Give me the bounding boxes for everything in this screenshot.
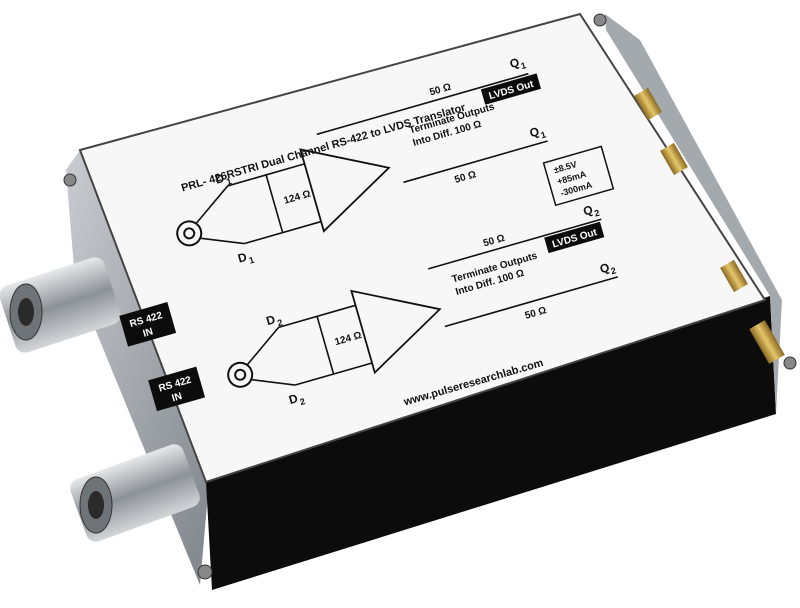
svg-text:1: 1 (540, 129, 548, 140)
svg-text:2: 2 (276, 317, 284, 328)
q2-label: Q (598, 260, 611, 276)
lvds-out-badge-2 (544, 221, 605, 254)
screw (593, 13, 607, 27)
chassis-right (605, 14, 782, 414)
sma-connector-qbar2[interactable] (749, 320, 785, 364)
screw (63, 173, 77, 187)
svg-text:1: 1 (520, 60, 528, 71)
dbar1-label: D (214, 171, 227, 187)
rs422-in-badge-1 (119, 302, 177, 347)
wire (265, 174, 284, 233)
bnc-connector-1[interactable] (0, 255, 123, 356)
svg-text:IN: IN (171, 391, 184, 404)
sma-connector-q2[interactable] (720, 259, 748, 293)
bnc-symbol-2 (227, 361, 254, 388)
buffer-symbol-1 (299, 148, 391, 233)
case-front (206, 296, 776, 590)
d1-label: D (236, 250, 249, 266)
sma-connector-q1[interactable] (634, 87, 662, 121)
svg-text:2: 2 (593, 208, 601, 219)
screw (197, 564, 213, 580)
d2-label: D (265, 312, 278, 328)
rs422-in-badge-2 (148, 366, 206, 412)
sma-connector-qbar1[interactable] (660, 142, 688, 176)
q1-label: Q (508, 55, 521, 71)
qbar1-label: Q (528, 124, 541, 140)
svg-text:2: 2 (610, 265, 618, 276)
svg-text:2: 2 (299, 396, 307, 407)
wire (403, 140, 548, 184)
bnc-connector-2[interactable] (67, 441, 202, 544)
screw (783, 356, 797, 370)
top-panel (78, 12, 767, 484)
lvds-out-badge-1 (480, 73, 542, 105)
wire (428, 218, 602, 270)
wire (316, 72, 529, 136)
svg-text:IN: IN (142, 326, 155, 339)
dbar2-label: D (287, 391, 300, 407)
power-spec-box (542, 145, 615, 207)
svg-text:1: 1 (248, 255, 256, 266)
buffer-symbol-2 (350, 289, 442, 375)
qbar2-label: Q (582, 203, 595, 219)
wire (444, 276, 619, 328)
bnc-symbol-1 (176, 220, 203, 247)
svg-text:1: 1 (225, 176, 233, 187)
